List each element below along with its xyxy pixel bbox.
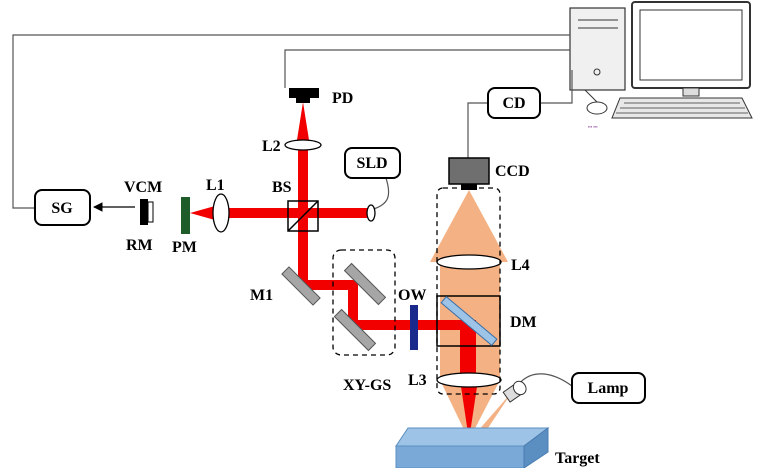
phase-modulator-pm	[181, 197, 190, 234]
bs-label: BS	[272, 179, 292, 196]
pd-label: PD	[332, 90, 353, 107]
wire-computer-sg	[12, 34, 570, 209]
cd-box	[487, 87, 541, 119]
reference-mirror-rm	[147, 201, 154, 223]
beam-l3-target	[460, 380, 478, 440]
beam-bs-pd	[298, 150, 308, 210]
wire-ccd-cd	[467, 102, 488, 158]
m1-label: M1	[250, 287, 273, 304]
sld-label: SLD	[356, 155, 387, 172]
target-label: Target	[555, 450, 600, 467]
imaging-tube-dashed	[436, 187, 501, 395]
desktop-computer-icon: ▪▪▪ ▪▪▪	[569, 1, 753, 129]
rm-label: RM	[126, 237, 153, 254]
imaging-cone-upper	[430, 190, 508, 262]
target-sample	[395, 427, 550, 468]
photodetector-pd	[289, 88, 319, 103]
lens-l1	[212, 193, 230, 233]
l3-label: L3	[408, 372, 427, 389]
lens-sld-collimator	[366, 204, 376, 222]
dichroic-mirror-dm	[436, 295, 501, 347]
galvo-mirror-y	[333, 308, 377, 352]
lens-l4	[436, 254, 502, 270]
pm-label: PM	[172, 239, 197, 256]
l1-label: L1	[206, 177, 225, 194]
wire-computer-pd	[284, 49, 570, 88]
lamp-bulb-icon	[502, 380, 527, 403]
beam-m1-galvo	[298, 280, 358, 290]
sld-box	[344, 147, 401, 179]
ccd-camera	[448, 157, 490, 190]
ccd-label: CCD	[495, 163, 530, 180]
sg-label: SG	[51, 200, 73, 217]
lens-l2	[284, 139, 322, 151]
wire-lamp-cable	[517, 373, 573, 387]
laser-beam-path	[190, 102, 478, 440]
galvo-mirror-x	[343, 262, 387, 306]
sg-box	[34, 189, 91, 226]
l2-label: L2	[262, 138, 281, 155]
beam-bs-m1	[298, 216, 308, 280]
lens-l3	[436, 372, 502, 388]
optical-window-ow	[410, 305, 418, 350]
dm-label: DM	[510, 314, 537, 331]
l4-label: L4	[511, 257, 530, 274]
beam-l1-bs	[222, 208, 372, 218]
voice-coil-motor-vcm	[140, 199, 148, 225]
computer-watermark: ▪▪▪ ▪▪▪	[588, 124, 598, 129]
beam-galvo-vertical	[348, 280, 358, 326]
xy-galvo-scanner-box	[332, 249, 396, 356]
beam-galvo-dm	[348, 320, 468, 330]
wire-cd-computer	[540, 70, 573, 104]
lamp-box	[571, 372, 646, 404]
lamp-label: Lamp	[588, 380, 629, 397]
beam-splitter-bs	[287, 200, 319, 232]
beam-l2-pd	[297, 102, 309, 140]
wire-sld-fiber	[369, 174, 390, 211]
cd-label: CD	[502, 95, 525, 112]
mirror-m1	[281, 266, 321, 306]
ow-label: OW	[398, 287, 426, 304]
xy-gs-label: XY-GS	[343, 377, 391, 394]
vcm-label: VCM	[124, 179, 162, 196]
beam-dm-l3	[460, 320, 476, 380]
